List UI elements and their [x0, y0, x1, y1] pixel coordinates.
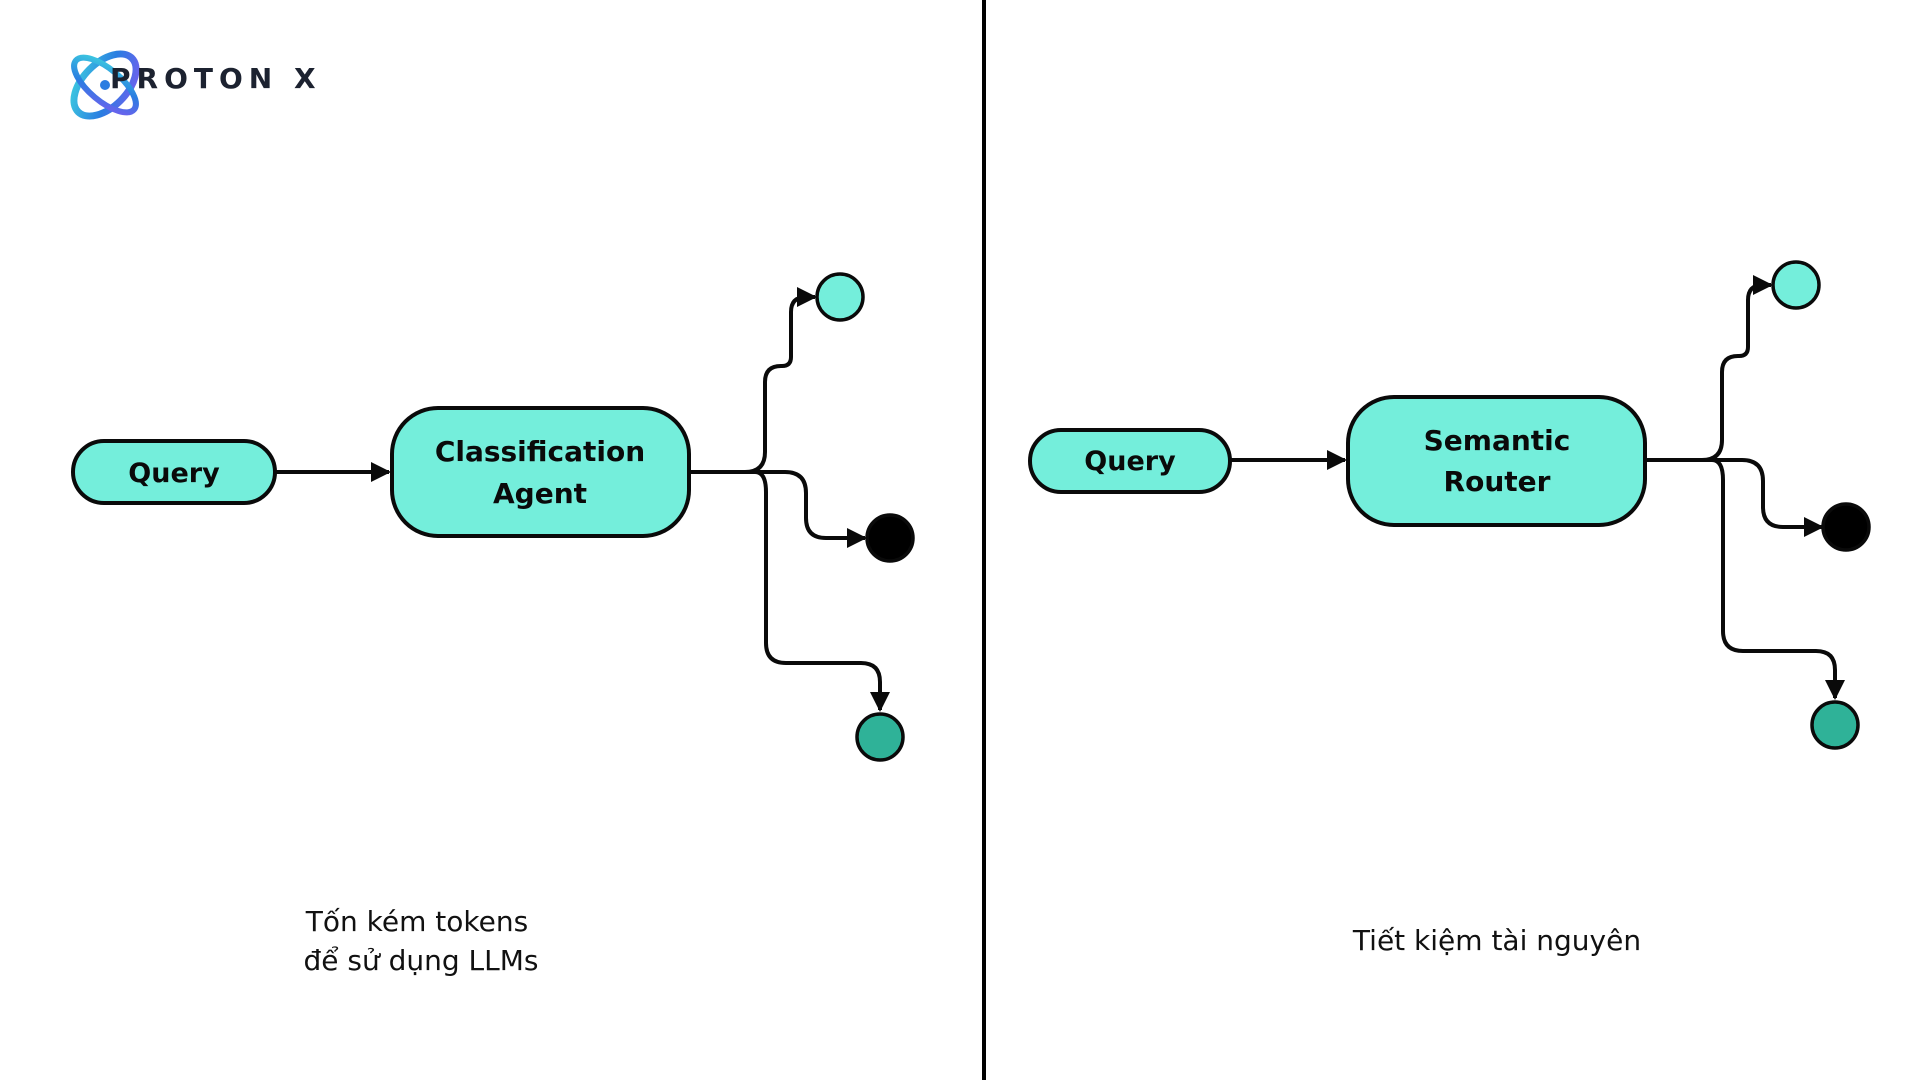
logo-text: PROTON X	[110, 62, 322, 95]
semantic-router-label-line1: Semantic	[1424, 424, 1571, 457]
left-caption-line1: Tốn kém tokens	[305, 905, 528, 938]
right-panel: Query Semantic Router Tiết kiệm tài nguy…	[1028, 260, 1871, 957]
right-branch-bottom	[1711, 458, 1845, 700]
proton-logo-icon	[70, 50, 140, 120]
right-branch-top	[1645, 275, 1773, 462]
right-endpoint-top	[1771, 260, 1821, 310]
left-endpoint-top	[815, 272, 865, 322]
left-endpoint-middle	[865, 513, 915, 563]
left-branch-top	[689, 287, 817, 474]
right-endpoint-bottom	[1810, 700, 1860, 750]
right-endpoint-middle	[1821, 502, 1871, 552]
right-branch-middle	[1702, 458, 1824, 537]
left-endpoint-bottom	[855, 712, 905, 762]
left-query-node: Query	[71, 439, 277, 505]
right-connectors	[1230, 275, 1845, 700]
classification-agent-label-line2: Agent	[493, 477, 587, 510]
semantic-router-node: Semantic Router	[1346, 395, 1647, 527]
right-caption: Tiết kiệm tài nguyên	[1352, 924, 1641, 957]
classification-agent-node: Classification Agent	[390, 406, 691, 538]
left-query-label: Query	[128, 458, 220, 489]
brand-logo: PROTON X	[70, 50, 322, 120]
left-branch-middle	[745, 470, 867, 548]
left-branch-bottom	[754, 470, 890, 712]
left-panel: Query Classification Agent Tốn kém token…	[71, 272, 915, 977]
left-caption-line2: để sử dụng LLMs	[303, 944, 538, 977]
semantic-router-label-line2: Router	[1444, 465, 1551, 498]
right-query-label: Query	[1084, 446, 1176, 477]
right-query-node: Query	[1028, 428, 1232, 494]
left-connectors	[275, 287, 890, 712]
classification-agent-label-line1: Classification	[435, 435, 645, 468]
